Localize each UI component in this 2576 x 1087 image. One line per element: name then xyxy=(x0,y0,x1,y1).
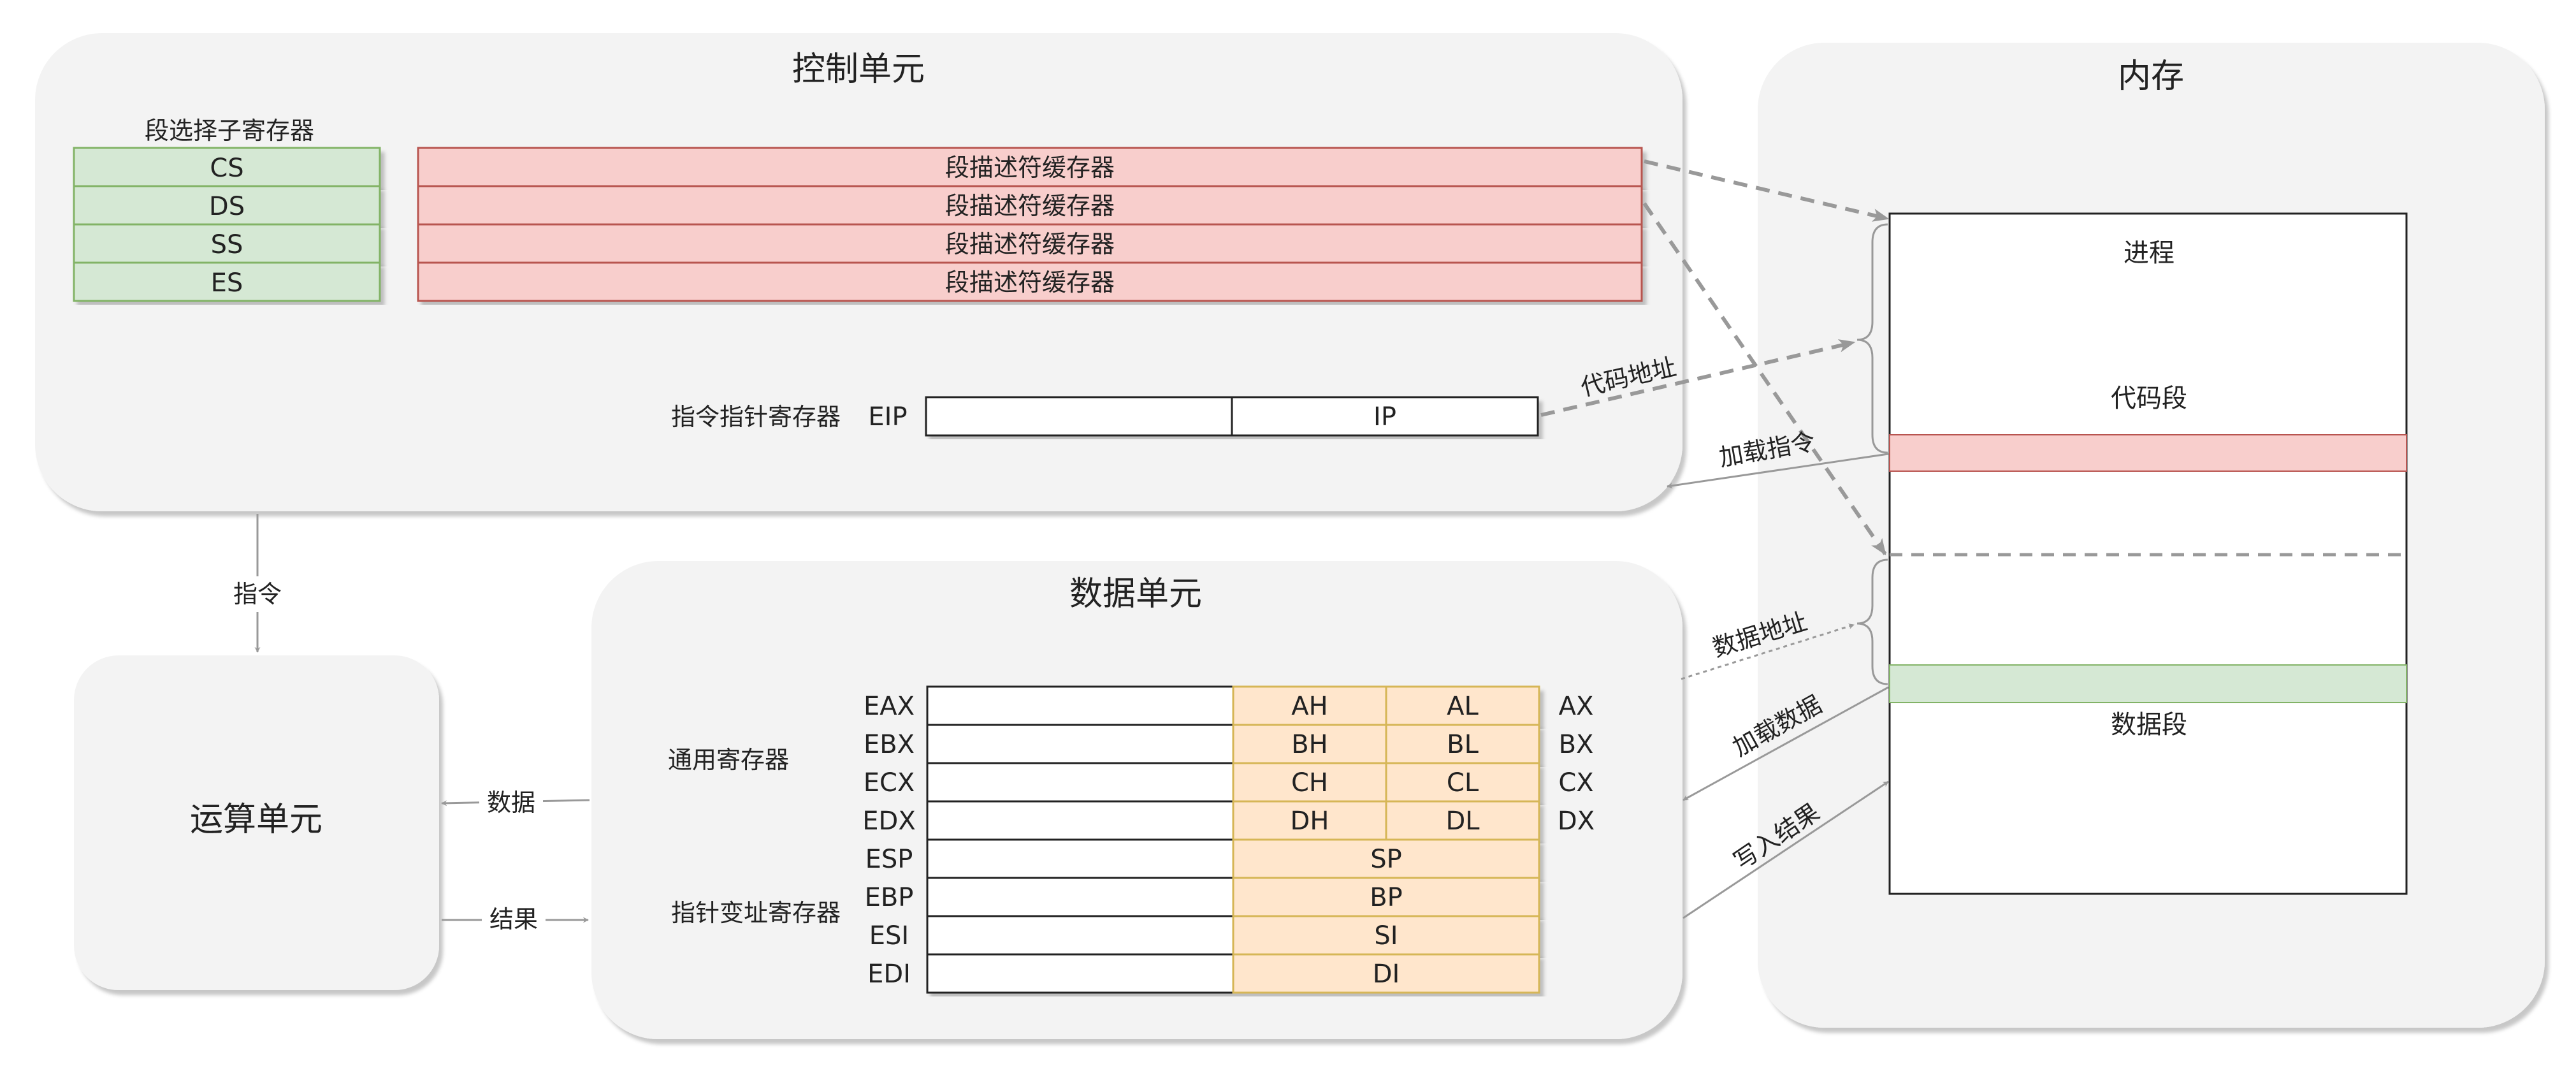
register-dx: DX xyxy=(1558,806,1595,836)
descriptor-cache-3-label: 段描述符缓存器 xyxy=(945,230,1115,258)
eip-label: EIP xyxy=(868,402,907,432)
descriptor-cache-4-label: 段描述符缓存器 xyxy=(945,268,1115,296)
code-segment-block xyxy=(1889,434,2407,472)
alu-panel: 运算单元 xyxy=(74,655,439,990)
memory-panel: 内存 进程 代码段 数据段 xyxy=(1758,43,2545,1028)
alu-title: 运算单元 xyxy=(190,801,322,839)
register-edi: EDI DI xyxy=(867,953,1540,994)
process-label: 进程 xyxy=(2124,238,2174,268)
selector-register-ss-label: SS xyxy=(211,230,243,259)
register-ax: AX xyxy=(1559,692,1594,721)
register-eax: EAX AH AL AX xyxy=(864,685,1594,726)
descriptor-cache-2-label: 段描述符缓存器 xyxy=(945,192,1115,220)
descriptor-cache-4 xyxy=(417,261,1643,302)
instruction-pointer-label: 指令指针寄存器 xyxy=(671,403,841,431)
data-unit-panel: 数据单元 通用寄存器 指针变址寄存器 EAX AH AL AX EBX BH B… xyxy=(591,561,1682,1039)
register-cl: CL xyxy=(1447,768,1479,798)
pointer-register-label: 指针变址寄存器 xyxy=(671,899,841,927)
register-ch: CH xyxy=(1291,768,1328,798)
register-dl: DL xyxy=(1445,806,1480,836)
register-di: DI xyxy=(1373,959,1400,989)
register-bx: BX xyxy=(1559,730,1594,759)
process-space xyxy=(1888,212,2408,895)
selector-register-es xyxy=(73,261,381,302)
register-ebx-name: EBX xyxy=(864,730,915,759)
data-unit-title: 数据单元 xyxy=(1069,575,1202,613)
register-al: AL xyxy=(1447,692,1479,721)
register-esp-name: ESP xyxy=(865,845,913,874)
register-cx: CX xyxy=(1558,768,1593,798)
register-bp: BP xyxy=(1370,883,1403,912)
ip-label: IP xyxy=(1373,402,1396,432)
selector-register-ss xyxy=(73,223,381,264)
write-result-arrow xyxy=(1682,780,1889,919)
memory-title: 内存 xyxy=(2118,57,2184,96)
register-ecx: ECX CH CL CX xyxy=(864,762,1594,803)
register-edi-name: EDI xyxy=(867,959,911,989)
data-segment-label: 数据段 xyxy=(2111,710,2187,740)
general-register-label: 通用寄存器 xyxy=(668,746,789,774)
data-segment-brace xyxy=(1856,558,1888,685)
register-edx: EDX DH DL DX xyxy=(862,800,1595,841)
register-dh: DH xyxy=(1291,806,1329,836)
register-ebp: EBP BP xyxy=(865,877,1540,917)
register-esp: ESP SP xyxy=(865,838,1540,879)
control-unit-title: 控制单元 xyxy=(792,50,925,89)
selector-register-cs-label: CS xyxy=(210,154,243,183)
register-sp: SP xyxy=(1370,845,1402,874)
data-arrow-label: 数据 xyxy=(487,789,535,817)
descriptor-cache-group: 段描述符缓存器 段描述符缓存器 段描述符缓存器 段描述符缓存器 xyxy=(417,147,1643,302)
selector-register-es-label: ES xyxy=(211,268,243,298)
data-segment-block xyxy=(1889,664,2407,703)
selector-register-label: 段选择子寄存器 xyxy=(145,117,314,145)
register-ecx-name: ECX xyxy=(864,768,915,798)
eip-register xyxy=(925,396,1539,437)
register-eax-name: EAX xyxy=(864,692,915,721)
descriptor-to-process-arrow xyxy=(1644,159,1890,222)
instruction-arrow-label: 指令 xyxy=(233,580,282,608)
load-data-arrow xyxy=(1682,686,1889,801)
descriptor-cache-3 xyxy=(417,223,1643,264)
code-segment-label: 代码段 xyxy=(2111,384,2187,413)
register-bl: BL xyxy=(1447,730,1479,759)
register-si: SI xyxy=(1374,921,1398,951)
register-bh: BH xyxy=(1291,730,1328,759)
register-ah: AH xyxy=(1291,692,1328,721)
descriptor-to-data-segment-arrow xyxy=(1642,202,1887,556)
code-segment-brace xyxy=(1856,223,1888,454)
register-edx-name: EDX xyxy=(862,806,915,836)
register-ebp-name: EBP xyxy=(865,883,914,912)
selector-register-cs xyxy=(73,147,381,187)
descriptor-cache-2 xyxy=(417,185,1643,226)
selector-register-group: CS DS SS ES xyxy=(73,147,381,302)
load-instruction-arrow xyxy=(1667,453,1889,489)
register-esi: ESI SI xyxy=(869,915,1540,956)
code-address-arrow xyxy=(1540,339,1856,417)
register-ebx: EBX BH BL BX xyxy=(864,724,1594,764)
register-esi-name: ESI xyxy=(869,921,909,951)
control-unit-panel: 控制单元 段选择子寄存器 CS DS SS ES 段描述符缓存器 xyxy=(35,33,1682,511)
descriptor-cache-1-label: 段描述符缓存器 xyxy=(945,154,1115,182)
selector-register-ds-label: DS xyxy=(209,192,245,221)
result-arrow-label: 结果 xyxy=(489,905,538,933)
